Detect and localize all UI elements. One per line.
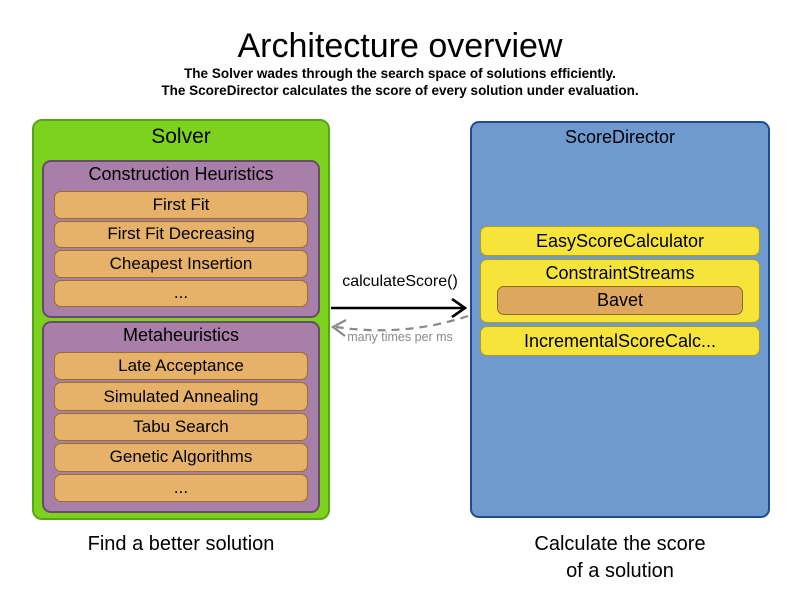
constraint-streams-label: ConstraintStreams [545, 263, 695, 283]
metaheuristics-group: Metaheuristics Late Acceptance Simulated… [42, 321, 320, 513]
solver-box-title: Solver [151, 125, 211, 148]
metaheuristics-title: Metaheuristics [122, 325, 240, 345]
page-title: Architecture overview [237, 27, 563, 65]
calculate-score-label: calculateScore() [342, 273, 458, 290]
constraint-streams-box: ConstraintStreams Bavet [480, 259, 760, 323]
calculator-stack: EasyScoreCalculator ConstraintStreams Ba… [480, 226, 760, 356]
heuristic-item: First Fit [54, 191, 308, 219]
bavet-box: Bavet [497, 286, 743, 315]
arrows-graphic [330, 297, 469, 337]
score-director-caption: Calculate the score of a solution [470, 531, 770, 585]
score-director-caption-line-2: of a solution [566, 560, 674, 582]
score-director-title: ScoreDirector [564, 127, 676, 147]
score-director-caption-line-1: Calculate the score [534, 533, 706, 555]
easy-score-calculator-box: EasyScoreCalculator [480, 226, 760, 256]
metaheuristic-item-ellipsis: ... [54, 473, 308, 503]
construction-heuristics-title: Construction Heuristics [88, 164, 274, 184]
score-director-box: ScoreDirector EasyScoreCalculator Constr… [470, 121, 770, 518]
metaheuristic-item: Genetic Algorithms [54, 443, 308, 472]
many-times-per-ms-label: many times per ms [347, 330, 453, 344]
construction-heuristics-group: Construction Heuristics First Fit First … [42, 160, 320, 318]
metaheuristic-item: Tabu Search [54, 412, 308, 442]
subtitle-line-2: The ScoreDirector calculates the score o… [161, 83, 639, 98]
heuristic-item: First Fit Decreasing [54, 220, 308, 248]
metaheuristic-item: Simulated Annealing [54, 382, 308, 411]
incremental-score-calculator-box: IncrementalScoreCalc... [480, 326, 760, 356]
heuristic-item-ellipsis: ... [54, 279, 308, 307]
metaheuristic-item: Late Acceptance [54, 352, 308, 381]
solver-caption: Find a better solution [87, 533, 275, 555]
many-times-return-arrow [330, 314, 469, 337]
subtitle-line-1: The Solver wades through the search spac… [184, 66, 616, 81]
construction-heuristics-items: First Fit First Fit Decreasing Cheapest … [54, 191, 308, 307]
metaheuristics-items: Late Acceptance Simulated Annealing Tabu… [54, 352, 308, 503]
calculate-score-arrow [331, 297, 468, 319]
heuristic-item: Cheapest Insertion [54, 250, 308, 278]
solver-box: Solver Construction Heuristics First Fit… [32, 119, 330, 520]
